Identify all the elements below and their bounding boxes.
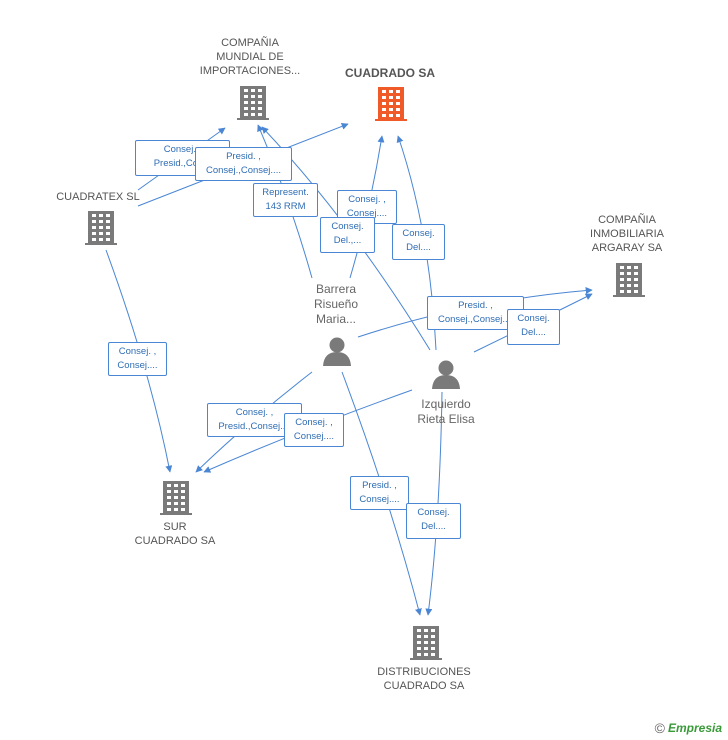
compania-inmobiliaria-building-icon[interactable]	[613, 263, 645, 297]
edge-label-izquierdo-inmobiliaria[interactable]: Consej. Del....	[507, 309, 560, 345]
node-label-cuadrado-sa[interactable]: CUADRADO SA	[345, 66, 435, 80]
distribuciones-building-icon[interactable]	[410, 626, 442, 660]
edge-label-barrera-mundial[interactable]: Represent. 143 RRM	[253, 183, 318, 217]
node-label-compania-mundial[interactable]: COMPAÑIA MUNDIAL DE IMPORTACIONES...	[199, 37, 301, 77]
node-label-barrera[interactable]: Barrera Risueño Maria...	[313, 282, 359, 326]
node-icon-layer	[85, 86, 645, 660]
edge-label-barrera-distribuciones[interactable]: Presid. , Consej....	[350, 476, 409, 510]
sur-cuadrado-building-icon[interactable]	[160, 481, 192, 515]
footer: © Empresia	[655, 720, 722, 736]
node-label-sur-cuadrado[interactable]: SUR CUADRADO SA	[134, 521, 216, 547]
node-label-distribuciones[interactable]: DISTRIBUCIONES CUADRADO SA	[377, 666, 471, 692]
edge-label-izquierdo-sur[interactable]: Consej. , Consej....	[284, 413, 344, 447]
izquierdo-person-icon[interactable]	[432, 360, 460, 390]
edge-label-cuadratex-sur[interactable]: Consej. , Consej....	[108, 342, 167, 376]
edge-label-izquierdo-distribuciones[interactable]: Consej. Del....	[406, 503, 461, 539]
edge-label-izquierdo-cuadrado[interactable]: Consej. Del....	[392, 224, 445, 260]
edge-label-izquierdo-mundial[interactable]: Consej. Del.,...	[320, 217, 375, 253]
node-label-cuadratex[interactable]: CUADRATEX SL	[56, 191, 140, 203]
cuadratex-building-icon[interactable]	[85, 211, 117, 245]
edge-label-cuadratex-cuadrado[interactable]: Presid. , Consej.,Consej....	[195, 147, 292, 181]
node-label-izquierdo[interactable]: Izquierdo Rieta Elisa	[417, 397, 475, 426]
cuadrado-sa-building-icon[interactable]	[375, 87, 407, 121]
barrera-person-icon[interactable]	[323, 337, 351, 367]
node-label-compania-inmobiliaria[interactable]: COMPAÑIA INMOBILIARIA ARGARAY SA	[590, 214, 664, 254]
copyright-icon: ©	[654, 720, 665, 736]
brand-logo[interactable]: Empresia	[667, 721, 722, 735]
compania-mundial-building-icon[interactable]	[237, 86, 269, 120]
